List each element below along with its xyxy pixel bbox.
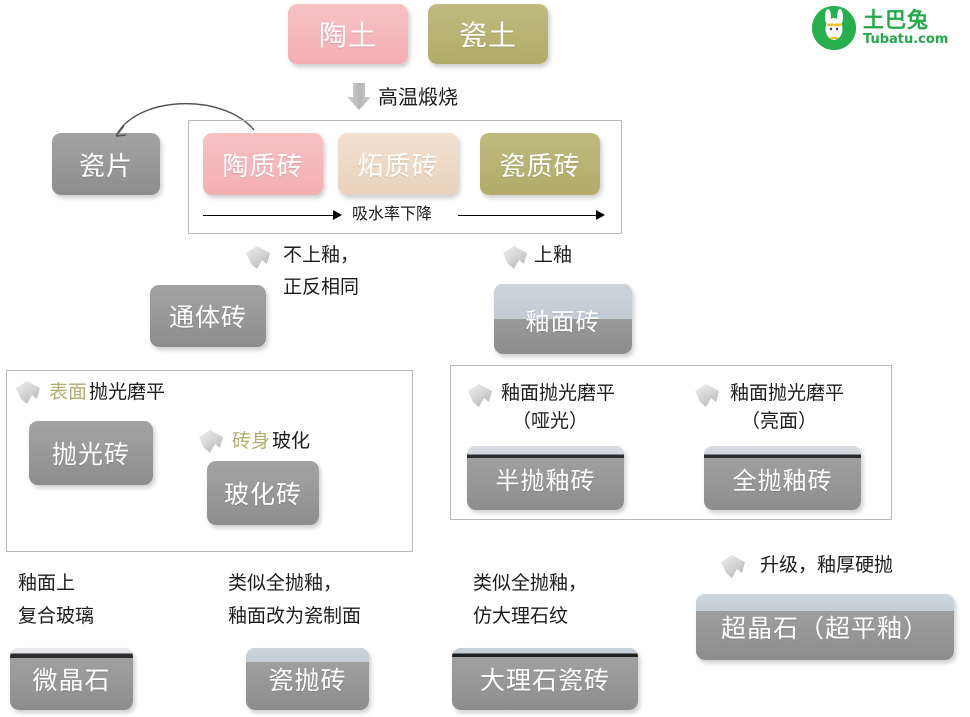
note-body-dark: 玻化 <box>272 430 311 452</box>
glaze-layer <box>246 648 369 662</box>
note-cipaozhuan-line2: 釉面改为瓷制面 <box>228 605 362 627</box>
note-glossy-line1: 釉面抛光磨平 <box>730 382 845 404</box>
tile-citu: 瓷土 <box>428 4 548 64</box>
glaze-layer <box>452 648 638 657</box>
axis-arrowhead-left <box>333 210 342 220</box>
tile-label: 玻化砖 <box>223 480 302 509</box>
tile-dalishicizhuan: 大理石瓷砖 <box>452 648 638 710</box>
pentagon-arrow-icon-body-vitrify <box>196 428 226 460</box>
axis-arrowhead-right <box>596 210 605 220</box>
glaze-layer <box>10 648 133 658</box>
tile-label: 瓷质砖 <box>499 151 581 182</box>
tile-label: 超晶石（超平釉） <box>720 614 929 643</box>
tile-label: 抛光砖 <box>51 440 130 469</box>
tile-cipian: 瓷片 <box>52 133 160 195</box>
note-cipaozhuan-line1: 类似全抛釉， <box>228 572 343 594</box>
glazed-process-panel <box>450 365 892 520</box>
glaze-layer <box>696 594 954 612</box>
pentagon-arrow-icon-matte-polish <box>465 382 495 414</box>
axis-label-water-absorption: 吸水率下降 <box>352 204 433 223</box>
note-unglazed-line1: 不上釉， <box>283 244 360 266</box>
rabbit-logo-icon <box>812 6 856 50</box>
logo-wordmark: 土巴兔 Tubatu.com <box>863 8 949 47</box>
tile-label: 炻质砖 <box>357 151 439 182</box>
tile-weijingshi: 微晶石 <box>10 648 133 710</box>
note-weijingshi-line2: 复合玻璃 <box>18 605 95 627</box>
glaze-layer <box>704 446 861 458</box>
fired-tiles-panel <box>188 120 622 234</box>
glaze-layer <box>467 446 624 458</box>
tile-label: 陶土 <box>318 19 377 52</box>
note-weijingshi-line1: 釉面上 <box>18 572 76 594</box>
logo-domain: Tubatu.com <box>863 32 949 47</box>
note-surface-dark: 抛光磨平 <box>89 381 166 403</box>
tile-quanpaoyouzhuan: 全抛釉砖 <box>704 446 861 510</box>
tile-tongtizhuan: 通体砖 <box>150 285 266 347</box>
note-glossy-line2: （亮面） <box>741 410 818 432</box>
axis-line-right <box>458 215 598 216</box>
axis-line-left <box>203 215 335 216</box>
tile-label: 釉面砖 <box>525 307 601 336</box>
pentagon-arrow-icon-unglazed <box>243 244 273 276</box>
pentagon-arrow-icon-glossy-polish <box>692 382 722 414</box>
tile-banpaoyouzhuan: 半抛釉砖 <box>467 446 624 510</box>
tile-label: 微晶石 <box>32 666 111 695</box>
tile-label: 大理石瓷砖 <box>479 666 610 695</box>
unglazed-process-panel <box>6 370 413 552</box>
note-dalishi-line2: 仿大理石纹 <box>473 605 569 627</box>
note-matte-line2: （哑光） <box>512 410 589 432</box>
pentagon-arrow-icon-glazed <box>500 244 530 276</box>
tile-cipaozhuan: 瓷抛砖 <box>246 648 369 710</box>
tile-youmianzhuan: 釉面砖 <box>494 284 632 354</box>
tile-taotu: 陶土 <box>288 4 408 64</box>
firing-label: 高温煅烧 <box>378 85 458 109</box>
note-body-tan: 砖身 <box>232 430 271 452</box>
note-glazed: 上釉 <box>534 244 573 266</box>
note-chaojingshi: 升级，釉厚硬抛 <box>760 554 894 576</box>
glaze-layer <box>494 284 632 319</box>
tile-shizhizhuan: 炻质砖 <box>338 133 458 195</box>
tile-taozhizhuan: 陶质砖 <box>203 133 323 195</box>
tile-label: 全抛釉砖 <box>732 466 833 495</box>
curved-arrow-to-cipian <box>104 90 264 146</box>
tile-bohuazhuan: 玻化砖 <box>207 461 319 525</box>
note-unglazed-line2: 正反相同 <box>283 276 360 298</box>
brand-logo: 土巴兔 Tubatu.com <box>812 6 948 50</box>
tile-label: 瓷土 <box>458 19 517 52</box>
down-block-arrow-icon <box>346 82 372 116</box>
note-surface-tan: 表面 <box>49 381 88 403</box>
pentagon-arrow-icon-upgrade <box>718 553 748 585</box>
tile-paoguangzhuan: 抛光砖 <box>29 421 153 485</box>
pentagon-arrow-icon-surface-polish <box>13 379 43 411</box>
logo-chinese-name: 土巴兔 <box>863 8 929 32</box>
tile-label: 陶质砖 <box>222 151 304 182</box>
tile-cizhizhuan: 瓷质砖 <box>480 133 600 195</box>
tile-label: 瓷片 <box>78 151 133 182</box>
tile-chaojingshi: 超晶石（超平釉） <box>696 594 954 660</box>
tile-label: 通体砖 <box>168 303 247 332</box>
note-dalishi-line1: 类似全抛釉， <box>473 572 588 594</box>
tile-label: 半抛釉砖 <box>495 466 596 495</box>
tile-label: 瓷抛砖 <box>268 666 347 695</box>
note-matte-line1: 釉面抛光磨平 <box>501 382 616 404</box>
